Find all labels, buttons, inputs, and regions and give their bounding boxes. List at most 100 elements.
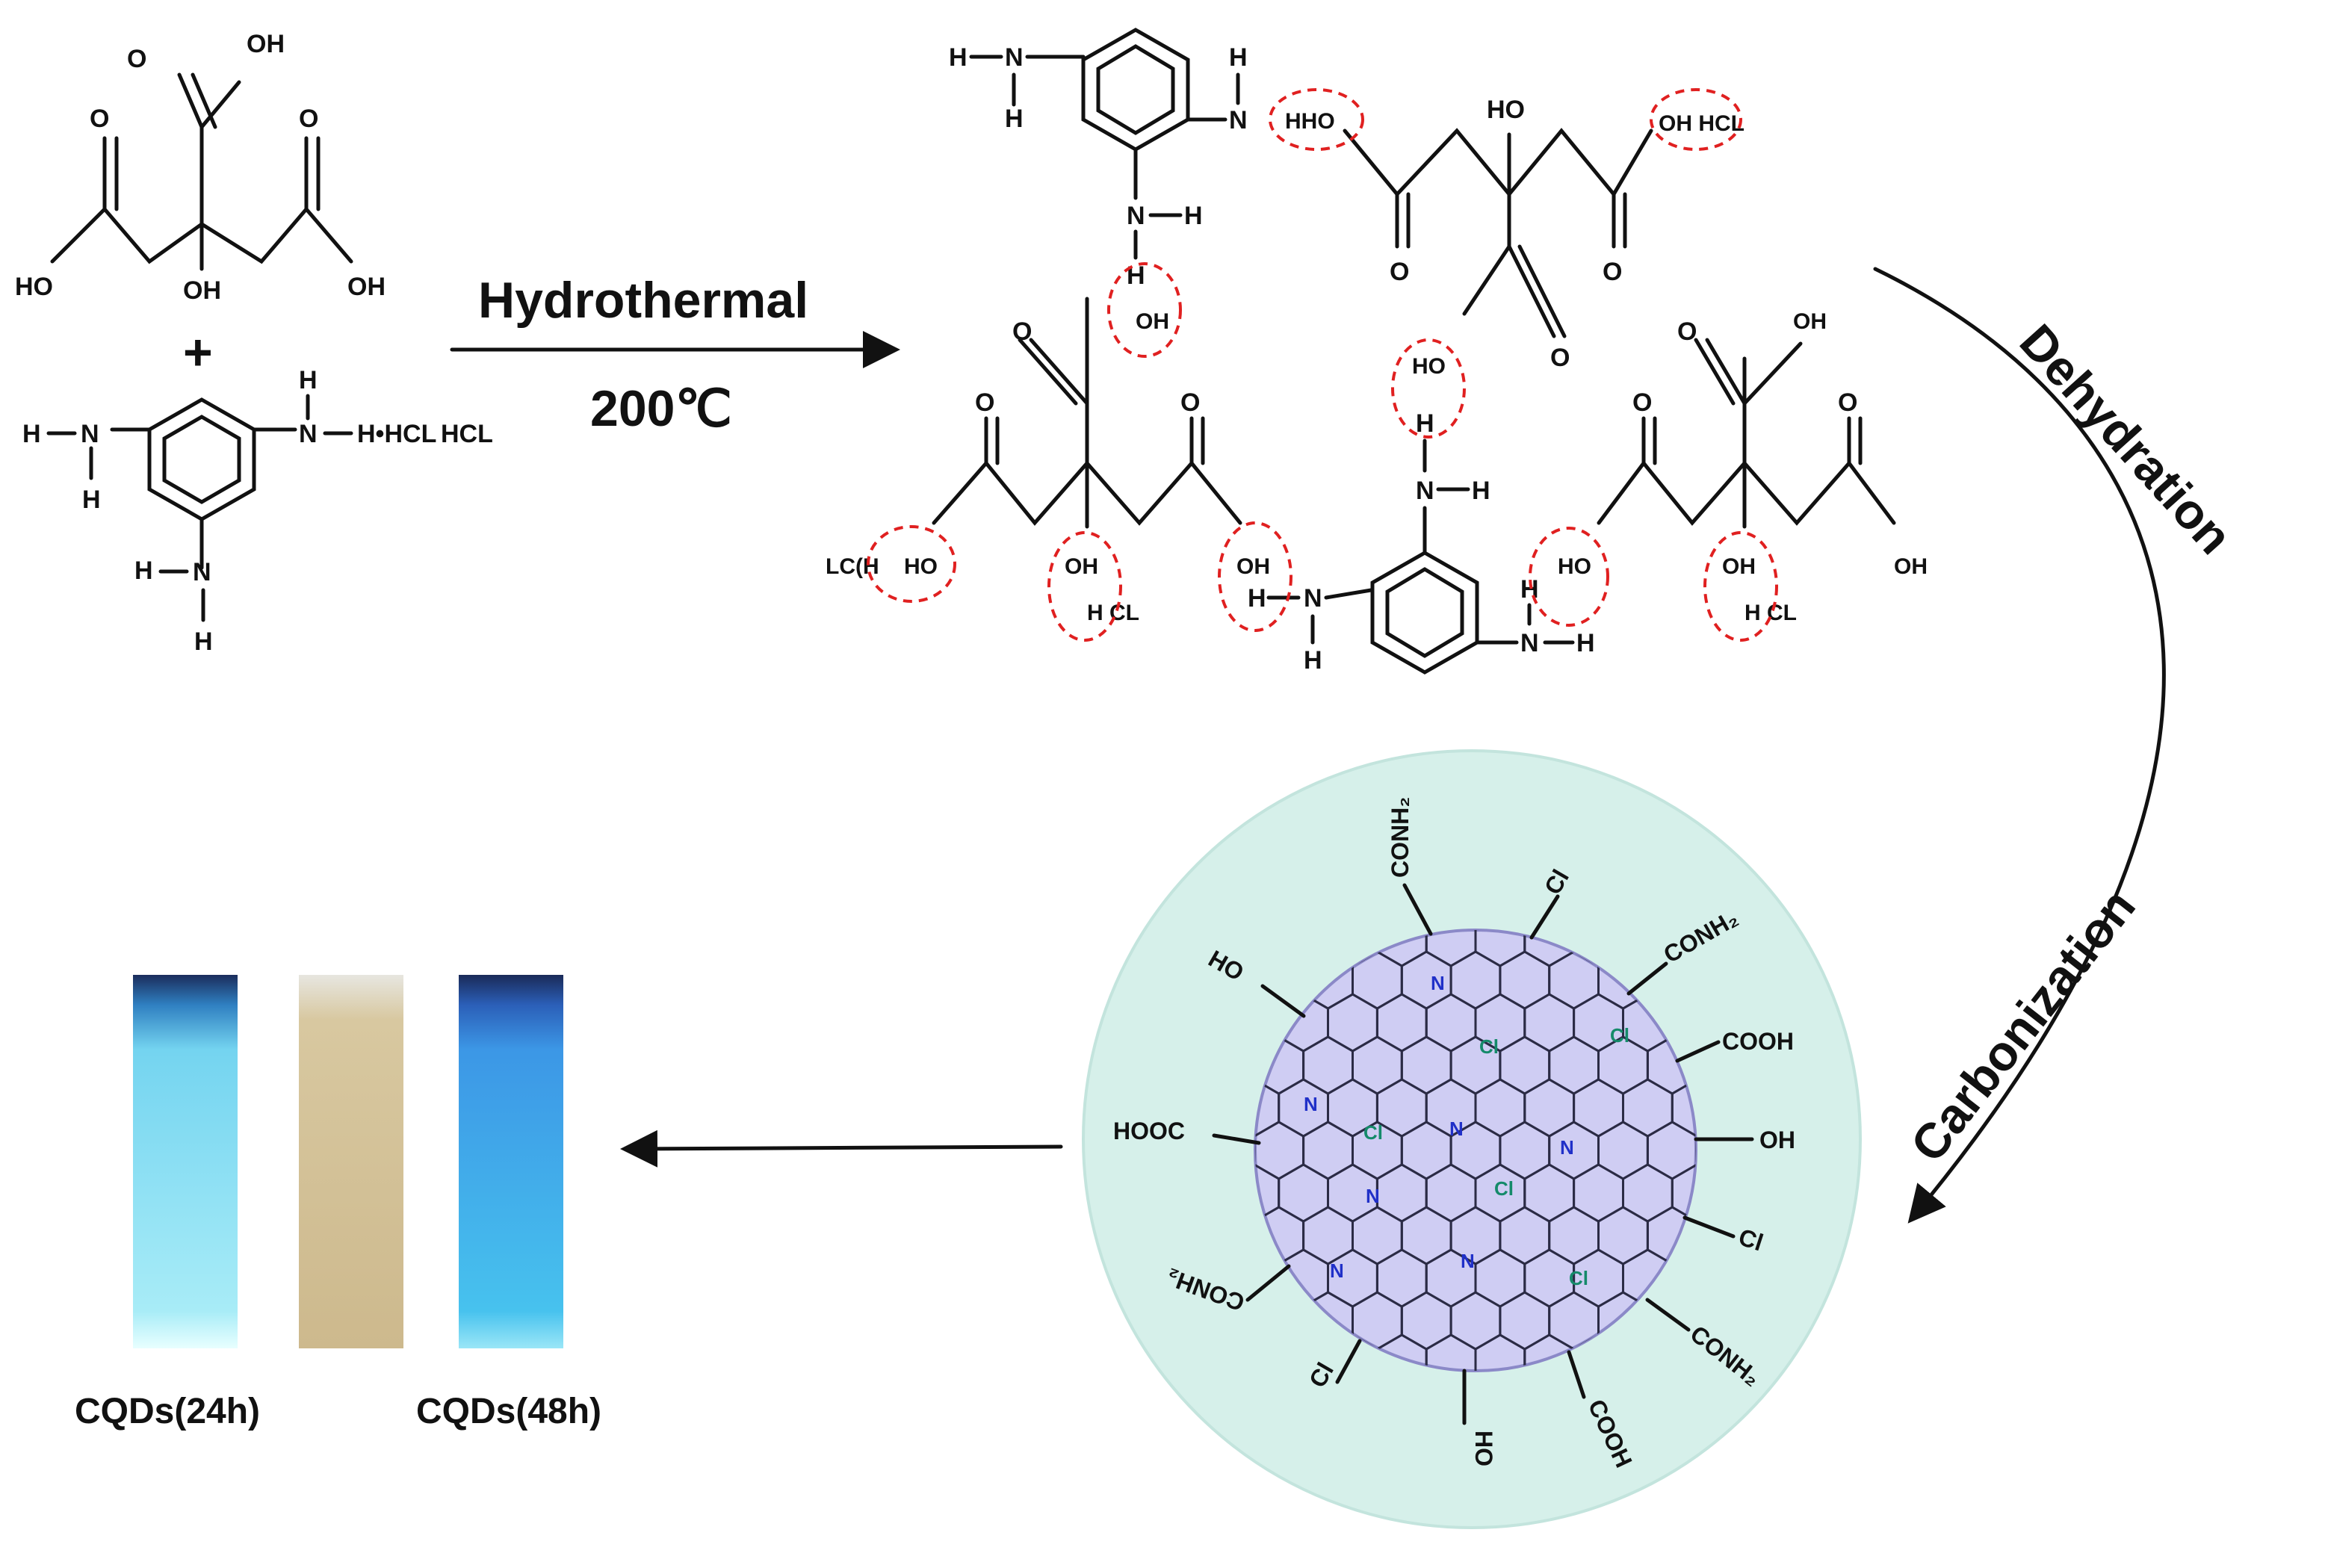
dopant-n: N: [1449, 1118, 1464, 1140]
reaction-site-circle: [1703, 531, 1778, 642]
atom-n: N: [193, 558, 211, 586]
citric-acid-molecule: O OH O O HO OH OH: [15, 30, 386, 305]
curved-process-arrow: [1873, 267, 2166, 1224]
atom-h: H: [134, 557, 153, 585]
atom-o: O: [127, 45, 146, 73]
atom-n: N: [81, 420, 99, 448]
step-dehydration: Dehydration: [2010, 314, 2244, 565]
atom-o: O: [1390, 258, 1409, 286]
condition-temperature: 200℃: [590, 380, 732, 437]
atom-h: H: [1184, 202, 1203, 230]
reaction-site-circle: [867, 525, 956, 603]
atom-oh: OH: [1236, 554, 1270, 579]
atom-oh: OH: [1894, 554, 1928, 579]
atom-h: H: [1248, 584, 1266, 613]
atom-o: O: [1012, 317, 1032, 346]
dopant-cl: Cl: [1494, 1177, 1514, 1200]
intermediate-network: H N H N H HHO N H H HO O O O OH HCL HO H: [826, 28, 1928, 675]
group-conh2: CONH₂: [1387, 797, 1414, 878]
atom-ho: HO: [1412, 354, 1446, 379]
group-oh: OH: [1759, 1127, 1795, 1153]
atom-oh: OH: [183, 276, 221, 305]
cuvette-24h-uv: [133, 975, 238, 1348]
atom-n: N: [1127, 202, 1145, 230]
atom-o: O: [90, 105, 109, 133]
sample-photo: [133, 975, 563, 1348]
dopant-n: N: [1461, 1250, 1475, 1272]
atom-oh: OH: [1793, 309, 1827, 334]
reaction-site-circle: [1650, 88, 1742, 151]
reaction-site-circle: [1269, 88, 1364, 151]
label-cqds-24h: CQDs(24h): [75, 1392, 260, 1431]
atom-h: H: [82, 486, 101, 514]
atom-h: H: [1229, 43, 1248, 72]
carbon-quantum-dot: N N N N N N N Cl Cl Cl Cl Cl CONH₂ Cl: [1082, 749, 1862, 1529]
dopant-n: N: [1366, 1185, 1380, 1207]
atom-h: H: [194, 627, 213, 656]
atom-oh: OH: [347, 273, 386, 301]
atom-oh: OH: [1136, 309, 1169, 334]
dopant-cl: Cl: [1610, 1024, 1629, 1047]
group-cooh: COOH: [1722, 1028, 1794, 1055]
lattice-hexagon: [1425, 1333, 1477, 1371]
group-ho: HO: [1470, 1431, 1497, 1466]
atom-n: N: [1304, 584, 1322, 613]
dopant-cl: Cl: [1363, 1121, 1383, 1144]
atom-ho: HO: [1558, 554, 1591, 579]
atom-o: O: [1550, 344, 1570, 372]
dopant-cl: Cl: [1569, 1267, 1588, 1289]
atom-h: H: [1304, 646, 1322, 675]
atom-h: H: [1416, 409, 1434, 438]
lattice-hexagon: [1375, 1333, 1428, 1371]
atom-o: O: [1632, 388, 1652, 417]
label-cqds-48h: CQDs(48h): [416, 1392, 601, 1431]
atom-h: H: [299, 366, 318, 394]
dopant-n: N: [1431, 972, 1445, 994]
atom-h: H: [22, 420, 41, 448]
atom-n: N: [1520, 629, 1539, 657]
atom-n: N: [1416, 477, 1434, 505]
atom-hcl: HCL: [441, 420, 493, 448]
atom-h: H: [949, 43, 968, 72]
triaminobenzene-molecule: H N H N H H•HCL HCL H N H: [22, 366, 493, 656]
dopant-n: N: [1560, 1136, 1574, 1159]
atom-ho: HO: [904, 554, 938, 579]
atom-o: O: [1677, 317, 1697, 346]
dot-core: [1254, 929, 1697, 1372]
atom-oh: OH: [1722, 554, 1756, 579]
reaction-site-circle: [1529, 527, 1609, 627]
lattice-hexagon: [1523, 1333, 1576, 1371]
atom-h: H: [1005, 105, 1024, 133]
atom-oh-hcl: OH HCL: [1659, 111, 1744, 136]
atom-o: O: [1838, 388, 1857, 417]
atom-h: H: [1576, 629, 1595, 657]
atom-oh: OH: [247, 30, 285, 58]
reaction-site-circle: [1047, 531, 1122, 642]
reaction-site-circle: [1218, 521, 1292, 632]
atom-n: N: [1229, 106, 1248, 134]
atom-h-hcl: H•HCL: [357, 420, 436, 448]
atom-oh: OH: [1065, 554, 1098, 579]
atom-ho: HO: [15, 273, 53, 301]
atom-n: N: [299, 420, 318, 448]
product-arrow: [620, 1129, 1063, 1168]
dopant-n: N: [1330, 1259, 1344, 1282]
atom-hho: HHO: [1285, 109, 1335, 134]
atom-o: O: [1180, 388, 1200, 417]
atom-h: H: [1127, 261, 1145, 290]
atom-hcl: H CL: [1744, 601, 1797, 625]
lattice-hexagon: [1474, 1333, 1526, 1371]
dopant-cl: Cl: [1479, 1035, 1499, 1058]
group-hooc: HOOC: [1113, 1118, 1185, 1144]
condition-hydrothermal: Hydrothermal: [478, 272, 808, 329]
cuvette-48h-uv: [459, 975, 563, 1348]
dopant-n: N: [1304, 1093, 1318, 1115]
plus-sign: +: [183, 324, 213, 381]
step-carbonization: Carbonization: [1900, 878, 2146, 1171]
atom-o: O: [299, 105, 318, 133]
atom-n: N: [1005, 43, 1024, 72]
reaction-site-circle: [1391, 338, 1466, 439]
cuvette-daylight: [299, 975, 403, 1348]
atom-ho: HO: [1487, 96, 1525, 124]
